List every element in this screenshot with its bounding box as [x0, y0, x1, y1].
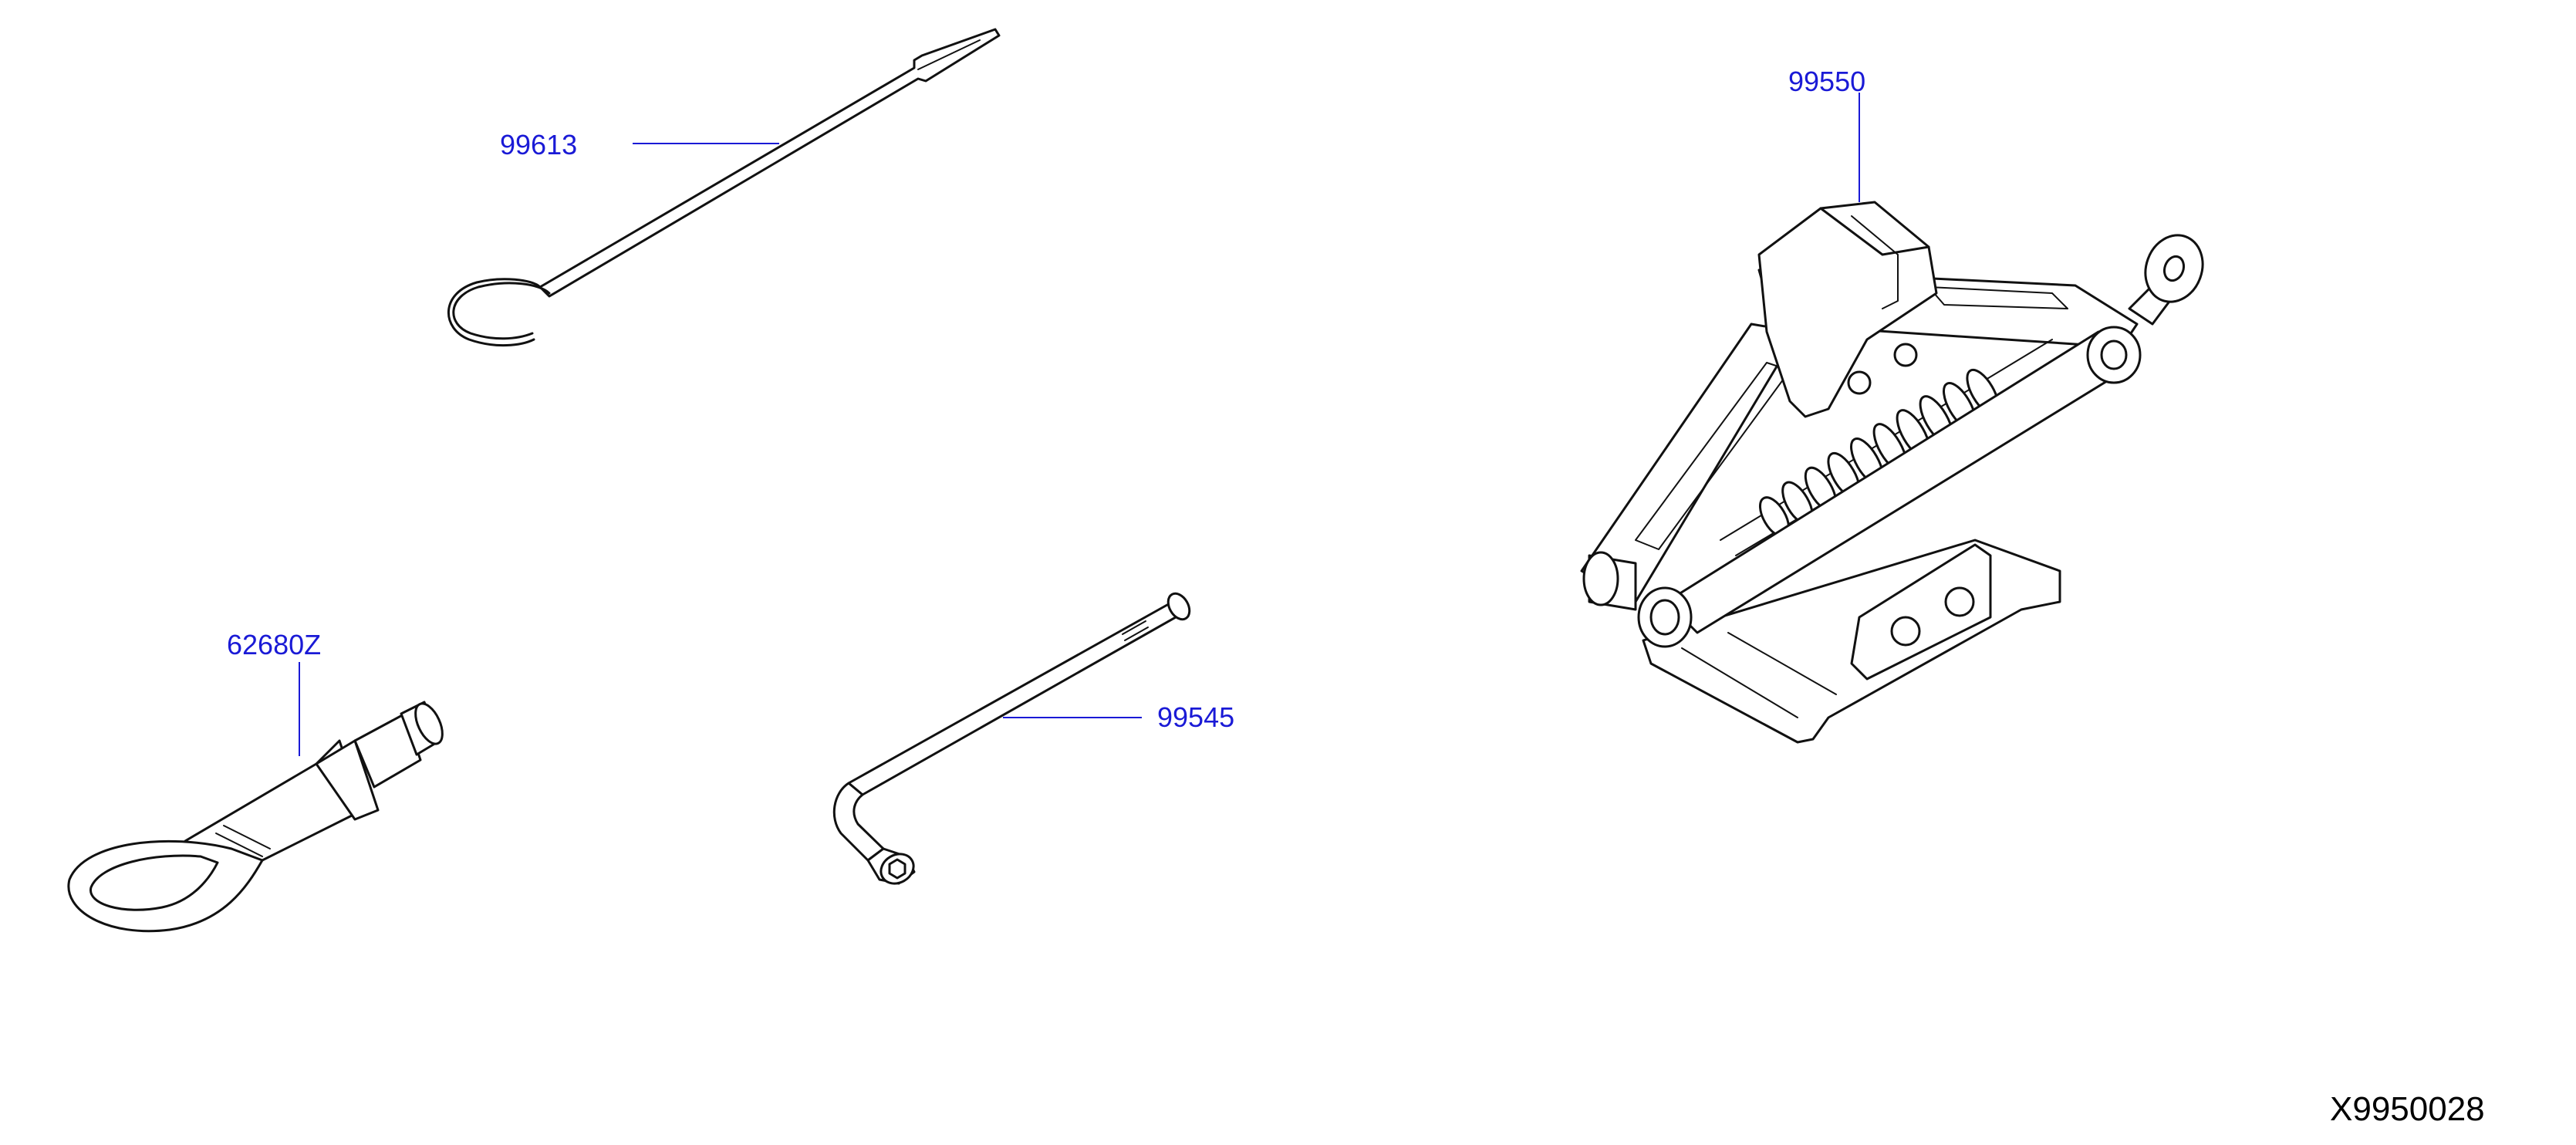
scissor-jack-part[interactable] [1580, 201, 2212, 744]
tow-hook-label[interactable]: 62680Z [227, 629, 321, 660]
tow-hook-collar [315, 739, 380, 821]
wrench-shaft [847, 598, 1190, 796]
jack-label[interactable]: 99550 [1788, 66, 1865, 97]
hook-rod-slot [917, 39, 981, 70]
tow-hook-part[interactable] [67, 700, 448, 933]
hook-rod-part[interactable] [447, 28, 1001, 346]
jack-upper-arm-slot [1928, 286, 2068, 309]
jack-base [1642, 539, 2061, 744]
wrench-label[interactable]: 99545 [1157, 701, 1234, 733]
jack-saddle-top [1819, 201, 1930, 256]
wheel-wrench-part[interactable] [832, 589, 1193, 889]
jack-lower-bracket [1850, 543, 1992, 681]
tow-hook-eye-hole [89, 854, 219, 911]
hook-rod-label[interactable]: 99613 [500, 129, 577, 160]
hook-rod-hook-inner [447, 278, 542, 346]
hook-rod-shaft [538, 28, 1001, 298]
wrench-slot [1122, 620, 1149, 641]
jack-base-inner [1681, 632, 1837, 718]
wrench-bend [832, 782, 885, 862]
diagram-reference-code: X9950028 [2330, 1090, 2485, 1128]
hook-rod-hook [452, 282, 551, 340]
jack-drive-eye [2128, 234, 2204, 326]
tow-hook-shank [353, 712, 422, 789]
